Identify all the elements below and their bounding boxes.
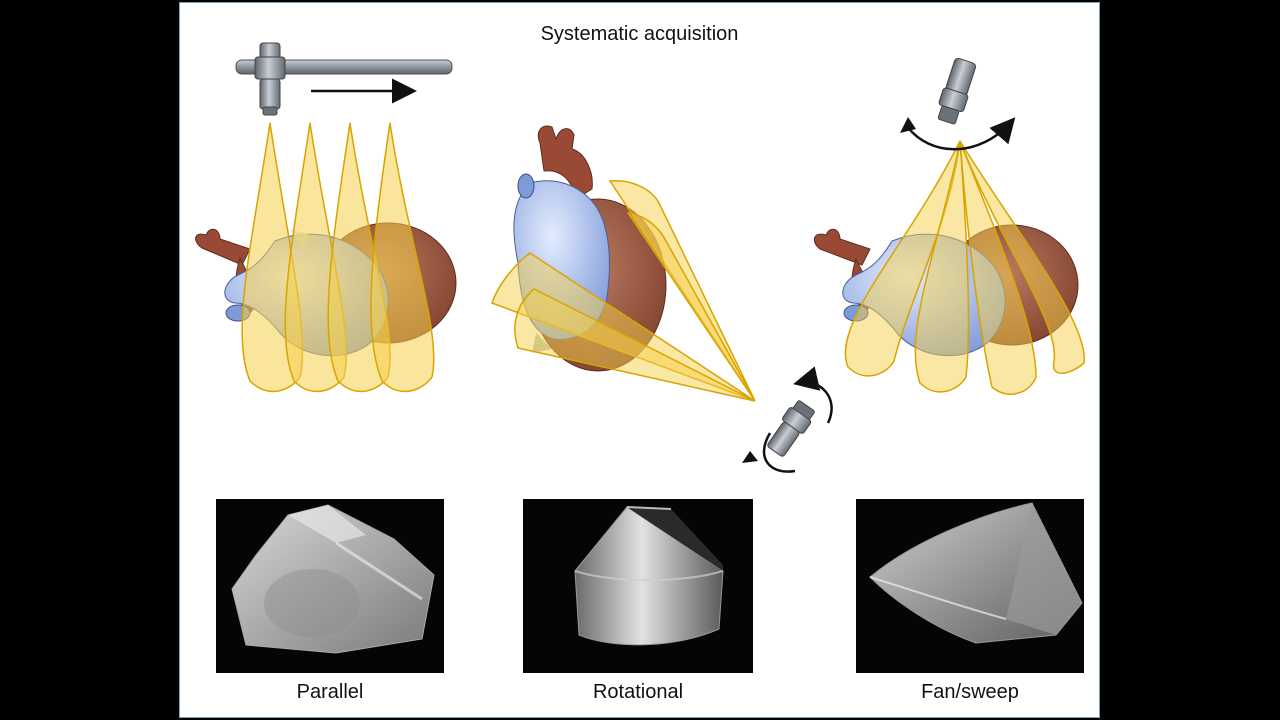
sweep-arrow [904, 117, 1016, 151]
transducer-on-rail-icon [254, 42, 286, 116]
rotational-volume-image [523, 499, 753, 673]
acquisition-figure: Systematic acquisition [179, 2, 1100, 718]
figure-title: Systematic acquisition [540, 23, 739, 45]
rotation-arrow-bottom [762, 432, 796, 473]
parallel-volume-image [216, 499, 444, 673]
illustration-area [195, 42, 1085, 473]
rotational-beams [491, 180, 756, 402]
fan-volume-image [856, 499, 1084, 673]
caption-rotational: Rotational [592, 681, 684, 703]
fan-illustration [813, 57, 1085, 395]
parallel-beams [241, 122, 435, 393]
fan-beams [844, 140, 1085, 395]
rotating-transducer-icon [767, 400, 815, 457]
rotation-arrow-top [793, 366, 833, 424]
caption-parallel: Parallel [296, 681, 364, 703]
rail-bar [235, 59, 453, 75]
parallel-illustration [195, 42, 457, 393]
rotational-illustration [491, 125, 833, 473]
caption-fan-sweep: Fan/sweep [921, 681, 1019, 703]
fanning-transducer-icon [937, 57, 977, 125]
